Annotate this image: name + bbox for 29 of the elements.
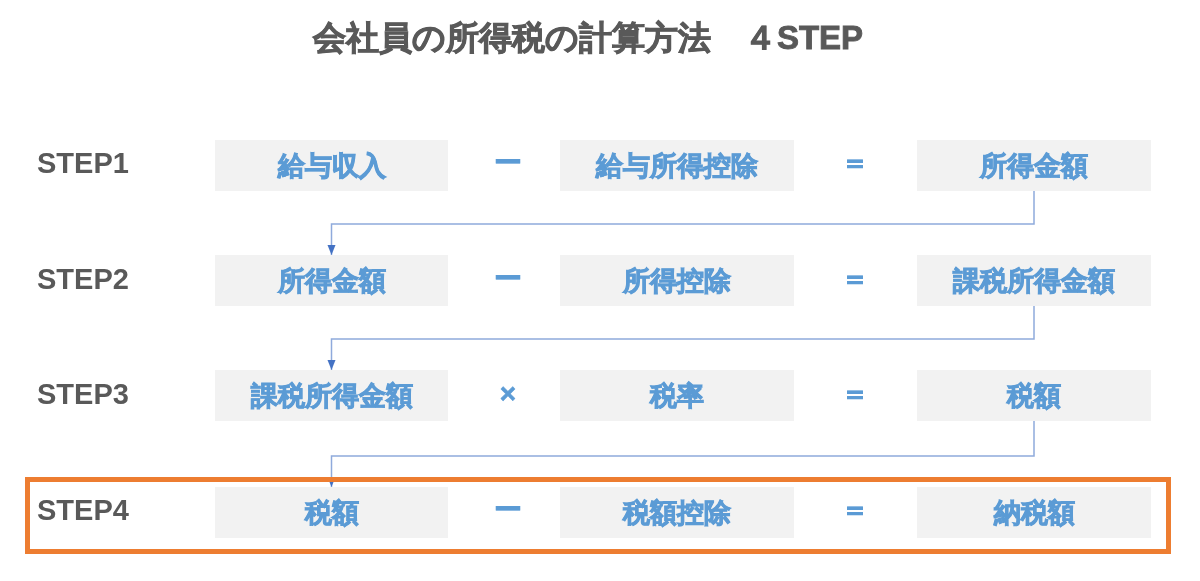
operator-sign: ー: [494, 262, 522, 296]
operator-sign: ー: [494, 493, 522, 527]
operator-sign: ー: [494, 146, 522, 180]
operator-sign: ＝: [841, 377, 869, 411]
term-box: 税額: [917, 370, 1151, 421]
step-label: STEP2: [37, 262, 129, 297]
term-box: 所得金額: [215, 255, 448, 306]
term-box: 給与所得控除: [560, 140, 794, 191]
term-box: 給与収入: [215, 140, 448, 191]
operator-sign: ＝: [841, 146, 869, 180]
connector-arrow: [327, 190, 1035, 256]
term-box: 課税所得金額: [215, 370, 448, 421]
step-label: STEP4: [37, 493, 129, 528]
term-box: 所得金額: [917, 140, 1151, 191]
operator-sign: ×: [499, 377, 517, 411]
title: 会社員の所得税の計算方法 ４STEP: [311, 18, 865, 58]
connector-arrow: [327, 420, 1035, 488]
term-box: 所得控除: [560, 255, 794, 306]
step-label: STEP1: [37, 146, 129, 181]
step-label: STEP3: [37, 377, 129, 412]
connector-arrow: [327, 305, 1035, 371]
term-box: 課税所得金額: [917, 255, 1151, 306]
highlight-frame: [25, 477, 1171, 554]
term-box: 税率: [560, 370, 794, 421]
operator-sign: ＝: [841, 262, 869, 296]
term-box: 税額: [215, 487, 448, 538]
operator-sign: ＝: [841, 493, 869, 527]
term-box: 納税額: [917, 487, 1151, 538]
term-box: 税額控除: [560, 487, 794, 538]
